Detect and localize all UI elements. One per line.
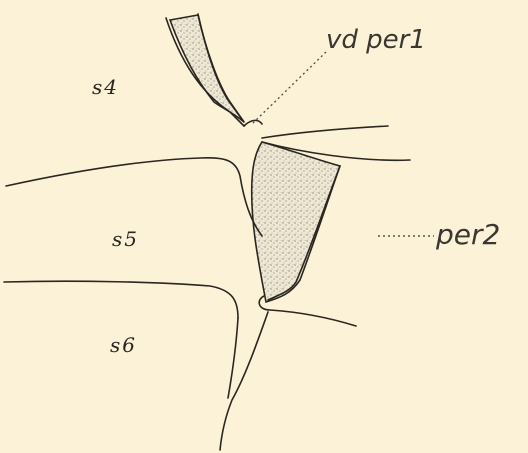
s6-right-contour	[228, 318, 238, 398]
s5-label: s5	[112, 227, 139, 251]
s5-upper-contour	[6, 158, 262, 236]
per2-label: per2	[435, 218, 500, 251]
s6-label: s6	[110, 333, 137, 357]
vdper1-label: vd per1	[326, 25, 426, 55]
s6-inner-line	[220, 312, 268, 450]
s5-lower-contour	[4, 281, 238, 318]
vdper1-leader-line	[252, 52, 326, 124]
per2-stippled-region	[252, 142, 340, 302]
s5-s6-boundary	[259, 296, 356, 326]
s4-label: s4	[92, 75, 119, 99]
s4-lower-edge	[262, 126, 388, 138]
